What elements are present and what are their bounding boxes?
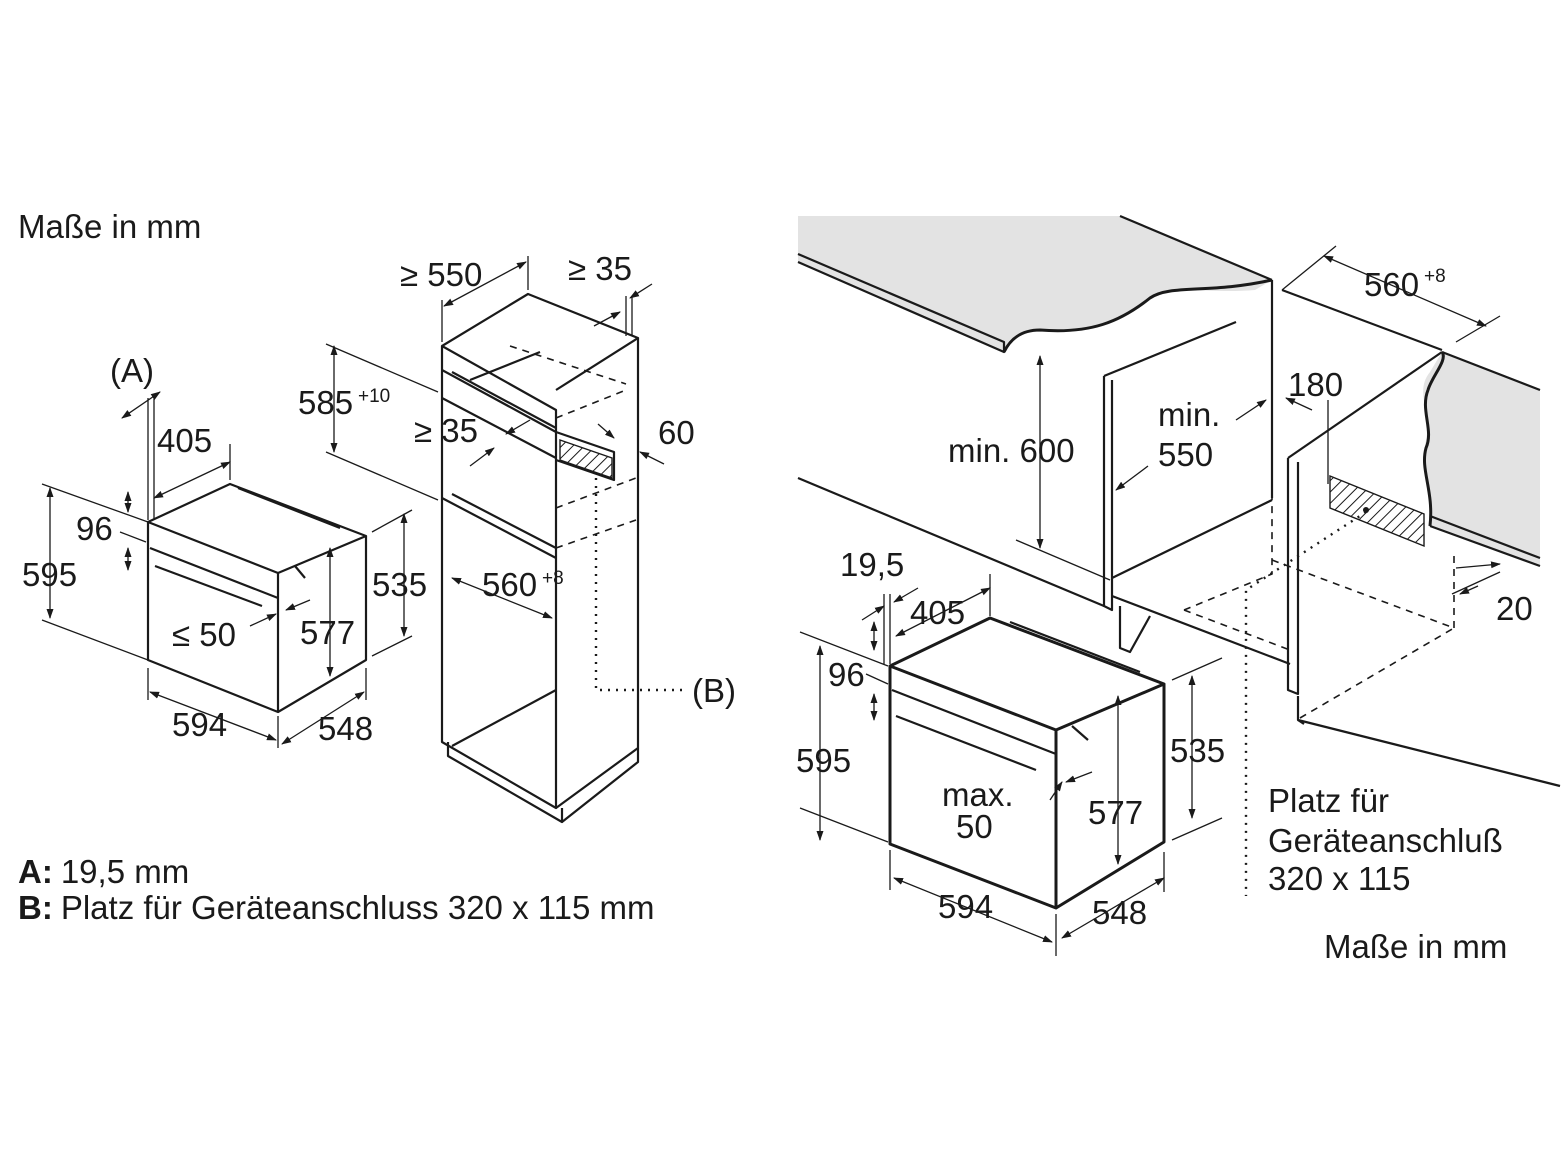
left-cabinet-drawing: [325, 256, 688, 824]
right-oven-drawing: [799, 574, 1223, 956]
left-cab-dim-550: ≥ 550: [400, 256, 482, 293]
right-niche-dim-550: 550: [1158, 436, 1213, 473]
right-niche-dim-20: 20: [1496, 590, 1533, 627]
left-cab-dim-35-top: ≥ 35: [568, 250, 632, 287]
right-niche-drawing: [797, 214, 1561, 896]
right-oven-dim-50: 50: [956, 808, 993, 845]
left-cab-dim-585-tol: +10: [358, 386, 390, 407]
right-oven-dim-548: 548: [1092, 894, 1147, 931]
left-oven-dim-535: 535: [372, 566, 427, 603]
left-oven-dim-96: 96: [76, 510, 113, 547]
left-cab-dim-560-tol: +8: [542, 568, 564, 589]
left-oven-dim-548: 548: [318, 710, 373, 747]
left-cab-b-mark: (B): [692, 672, 736, 709]
right-oven-dim-594: 594: [938, 888, 993, 925]
right-niche-dim-560-tol: +8: [1424, 266, 1446, 287]
legend-b-key: B:: [18, 889, 53, 926]
legend-a-text: 19,5 mm: [60, 853, 190, 890]
legend-a-key: A:: [18, 853, 53, 890]
left-unit-note: Maße in mm: [18, 208, 201, 245]
right-niche-min-label: min.: [1158, 396, 1220, 433]
right-niche-dim-560: 560: [1364, 266, 1419, 303]
left-cab-dim-60: 60: [658, 414, 695, 451]
right-oven-dim-535: 535: [1170, 732, 1225, 769]
left-oven-drawing: [41, 391, 413, 748]
right-oven-dim-195: 19,5: [840, 546, 904, 583]
right-oven-dim-577: 577: [1088, 794, 1143, 831]
legend-b-text: Platz für Geräteanschluss 320 x 115 mm: [60, 889, 655, 926]
right-oven-dim-96: 96: [828, 656, 865, 693]
right-connection-note-1: Platz für: [1268, 782, 1389, 819]
left-oven-dim-595: 595: [22, 556, 77, 593]
right-connection-note-2: Geräteanschluß: [1268, 822, 1503, 859]
legend-a: A:19,5 mm: [18, 853, 189, 890]
left-oven-dim-50: ≤ 50: [172, 616, 236, 653]
left-oven-dim-594: 594: [172, 706, 227, 743]
left-cab-dim-585: 585: [298, 384, 353, 421]
legend-b: B:Platz für Geräteanschluss 320 x 115 mm: [18, 889, 655, 926]
right-niche-dim-min600: min. 600: [948, 432, 1075, 469]
right-niche-dim-180: 180: [1288, 366, 1343, 403]
left-oven-a-mark: (A): [110, 352, 154, 389]
right-oven-dim-405: 405: [910, 594, 965, 631]
left-cab-dim-35-mid: ≥ 35: [414, 412, 478, 449]
right-unit-note: Maße in mm: [1324, 928, 1507, 965]
right-connection-note-3: 320 x 115: [1268, 860, 1411, 897]
right-oven-dim-595: 595: [796, 742, 851, 779]
left-oven-dim-405: 405: [157, 422, 212, 459]
right-oven-max-label: max.: [942, 776, 1014, 813]
left-oven-dim-577: 577: [300, 614, 355, 651]
left-cab-dim-560: 560: [482, 566, 537, 603]
